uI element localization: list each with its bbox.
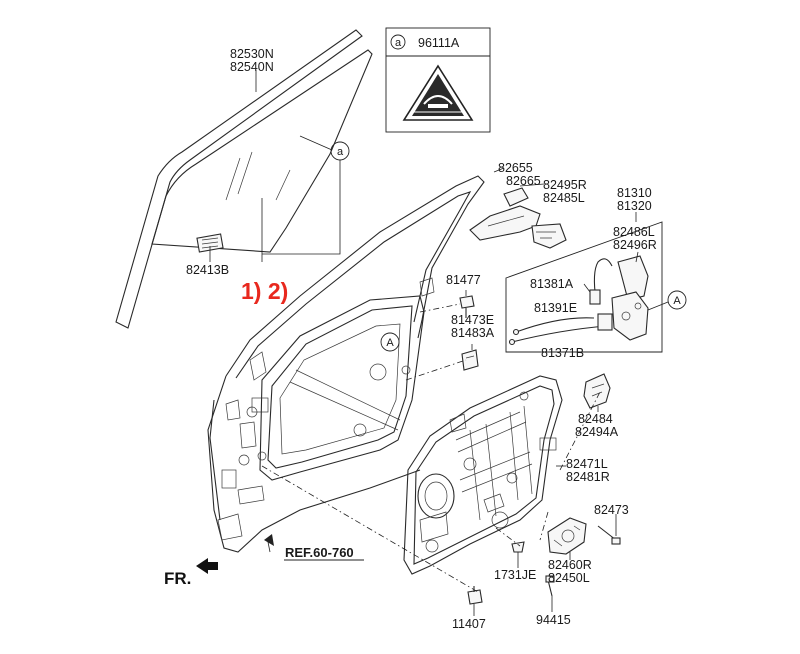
part-number-82494a: 82494A: [575, 425, 619, 439]
part-number-81381a: 81381A: [530, 277, 574, 291]
part-number-81477: 81477: [446, 273, 481, 287]
circle-ref-a-glass: a: [337, 146, 344, 158]
door-module-panel: [403, 375, 563, 575]
circle-ref-A-latch: A: [673, 295, 681, 307]
part-number-82655: 82655: [498, 161, 533, 175]
part-number-81483a: 81483A: [451, 326, 495, 340]
label-96111a-box: a 96111A: [385, 27, 491, 133]
part-number-81391e: 81391E: [534, 301, 577, 315]
latch-box: [505, 221, 663, 353]
part-number-82460r: 82460R: [548, 558, 592, 572]
callout-note: 1) 2): [241, 278, 288, 304]
circle-refs: a A A: [330, 141, 687, 352]
leader-lines: [209, 70, 669, 616]
part-number-82481r: 82481R: [566, 470, 610, 484]
outside-handle: [469, 187, 567, 249]
part-number-82450l: 82450L: [548, 571, 590, 585]
circle-ref-A-door: A: [386, 337, 394, 349]
part-number-82496r: 82496R: [613, 238, 657, 252]
part-number-96111a: 96111A: [418, 36, 460, 50]
part-number-82484: 82484: [578, 412, 613, 426]
part-number-81320: 81320: [617, 199, 652, 213]
door-frame: [207, 175, 485, 553]
door-latch: [508, 255, 649, 346]
part-number-82471l: 82471L: [566, 457, 608, 471]
door-glass: [115, 29, 373, 329]
fr-label: FR.: [164, 569, 191, 588]
part-number-94415: 94415: [536, 613, 571, 627]
front-direction-arrow: FR.: [164, 558, 218, 588]
circle-ref-a-box: a: [395, 37, 402, 49]
part-number-82413b: 82413B: [186, 263, 229, 277]
part-number-82486l: 82486L: [613, 225, 655, 239]
part-number-81371b: 81371B: [541, 346, 584, 360]
part-number-1731je: 1731JE: [494, 568, 536, 582]
reference-label: REF.60-760: [285, 545, 354, 560]
part-number-82485l: 82485L: [543, 191, 585, 205]
part-number-82665: 82665: [506, 174, 541, 188]
part-labels: 82530N 82540N 82413B 1) 2) 82655 82665 8…: [186, 47, 657, 631]
part-number-81310: 81310: [617, 186, 652, 200]
small-parts: [459, 295, 621, 605]
part-number-82495r: 82495R: [543, 178, 587, 192]
part-number-82540n: 82540N: [230, 60, 274, 74]
part-number-81473e: 81473E: [451, 313, 494, 327]
part-number-82530n: 82530N: [230, 47, 274, 61]
part-number-11407: 11407: [452, 617, 486, 631]
part-number-82473: 82473: [594, 503, 629, 517]
